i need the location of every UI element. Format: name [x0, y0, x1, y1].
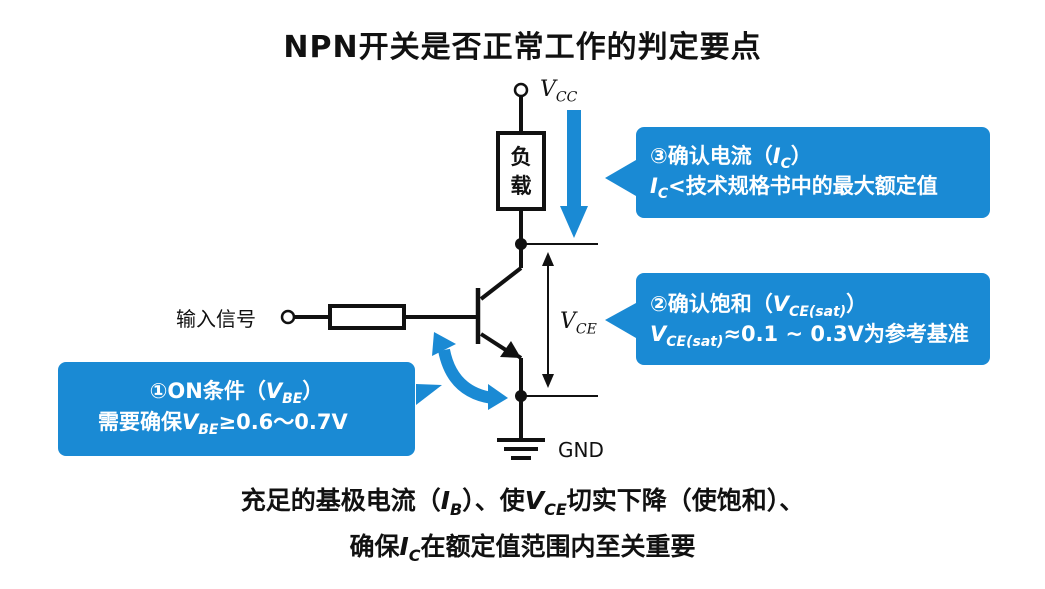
summary-vce-sub: CE [544, 500, 567, 519]
ic-callout-suffix: ） [790, 144, 812, 168]
on-callout-line1: ①ON条件（VBE） [58, 376, 415, 415]
on-callout-pointer [416, 384, 442, 405]
summary-ib: I [440, 486, 451, 515]
load-label-char-2: 载 [510, 174, 532, 198]
gnd-label: GND [558, 438, 604, 462]
summary-line-1: 充足的基极电流（IB）、使VCE切实下降（使饱和）、 [0, 482, 1045, 528]
summary-ib-sub: B [450, 500, 463, 519]
vce-sat-callout-line2-var: V [650, 322, 667, 346]
vcc-label: VCC [540, 77, 577, 105]
summary-line-2: 确保IC在额定值范围内至关重要 [0, 528, 1045, 574]
summary-l1-c: 切实下降（使饱和）、 [566, 486, 805, 515]
vce-subscript: CE [575, 321, 597, 338]
on-callout-line2-prefix: 需要确保 [98, 410, 182, 434]
ic-callout-var: I [772, 144, 781, 168]
summary-l1-a: 充足的基极电流（ [240, 486, 441, 515]
input-terminal [280, 309, 296, 325]
page-title: NPN开关是否正常工作的判定要点 [283, 30, 762, 65]
current-down-arrow-icon [560, 110, 588, 238]
ic-callout-line1: ③确认电流（IC） [650, 141, 812, 180]
load-label-char-1: 负 [510, 145, 532, 169]
vce-symbol: V [560, 309, 576, 334]
ic-callout-line2-text: <技术规格书中的最大额定值 [668, 174, 938, 198]
on-condition-callout: ①ON条件（VBE） 需要确保VBE≥0.6〜0.7V [58, 362, 415, 456]
vce-sat-callout-line1: ②确认饱和（VCE(sat)） [650, 289, 867, 328]
vce-sat-callout-sub: CE(sat) [789, 304, 847, 321]
vce-sat-callout-line2: VCE(sat)≈0.1 ~ 0.3V为参考基准 [650, 319, 969, 358]
emitter-arrow-icon [500, 341, 521, 358]
summary-ic: I [399, 532, 409, 561]
vce-sat-callout-suffix: ） [846, 292, 868, 316]
vcc-terminal [513, 82, 529, 98]
summary-vce: V [524, 486, 545, 515]
ic-callout: ③确认电流（IC） IC<技术规格书中的最大额定值 [636, 127, 990, 218]
summary-l1-b: ）、使 [462, 486, 525, 515]
on-callout-suffix: ） [302, 379, 324, 403]
vce-sat-callout: ②确认饱和（VCE(sat)） VCE(sat)≈0.1 ~ 0.3V为参考基准 [636, 273, 990, 365]
on-callout-prefix: ①ON条件（ [149, 379, 266, 403]
vcc-subscript: CC [555, 89, 578, 106]
vce-sat-callout-line2-sub: CE(sat) [666, 334, 724, 351]
vce-measure-arrow-icon [542, 252, 554, 388]
vce-sat-callout-line2-text: ≈0.1 ~ 0.3V为参考基准 [723, 322, 969, 346]
vcc-symbol: V [540, 77, 556, 102]
ic-callout-line2-sub: C [657, 186, 669, 203]
on-callout-sub: BE [282, 391, 303, 408]
vce-callout-pointer [605, 303, 636, 338]
ic-callout-sub: C [780, 156, 791, 173]
on-callout-line2: 需要确保VBE≥0.6〜0.7V [98, 407, 348, 446]
base-resistor [328, 304, 406, 330]
vce-sat-callout-var: V [772, 292, 790, 316]
summary-l2-b: 在额定值范围内至关重要 [420, 532, 696, 561]
ic-callout-prefix: ③确认电流（ [650, 144, 773, 168]
vce-label: VCE [560, 309, 597, 337]
on-callout-line2-var: V [182, 410, 199, 434]
collector-diagonal [479, 266, 523, 301]
ground-icon [497, 438, 545, 460]
summary-text: 充足的基极电流（IB）、使VCE切实下降（使饱和）、 确保IC在额定值范围内至关… [0, 482, 1045, 574]
ic-callout-pointer [605, 160, 636, 196]
summary-ic-sub: C [408, 546, 421, 565]
summary-l2-a: 确保 [349, 532, 400, 561]
on-callout-var: V [265, 379, 283, 403]
input-signal-label: 输入信号 [176, 307, 256, 331]
curved-double-arrow-icon [432, 332, 508, 410]
ic-callout-line2: IC<技术规格书中的最大额定值 [650, 171, 938, 210]
on-callout-line2-text: ≥0.6〜0.7V [218, 410, 348, 434]
vce-sat-callout-prefix: ②确认饱和（ [650, 292, 773, 316]
ic-callout-line2-var: I [650, 174, 658, 198]
load-label: 负 载 [500, 143, 542, 201]
on-callout-line2-sub: BE [198, 422, 219, 439]
emitter-joint [516, 354, 523, 360]
